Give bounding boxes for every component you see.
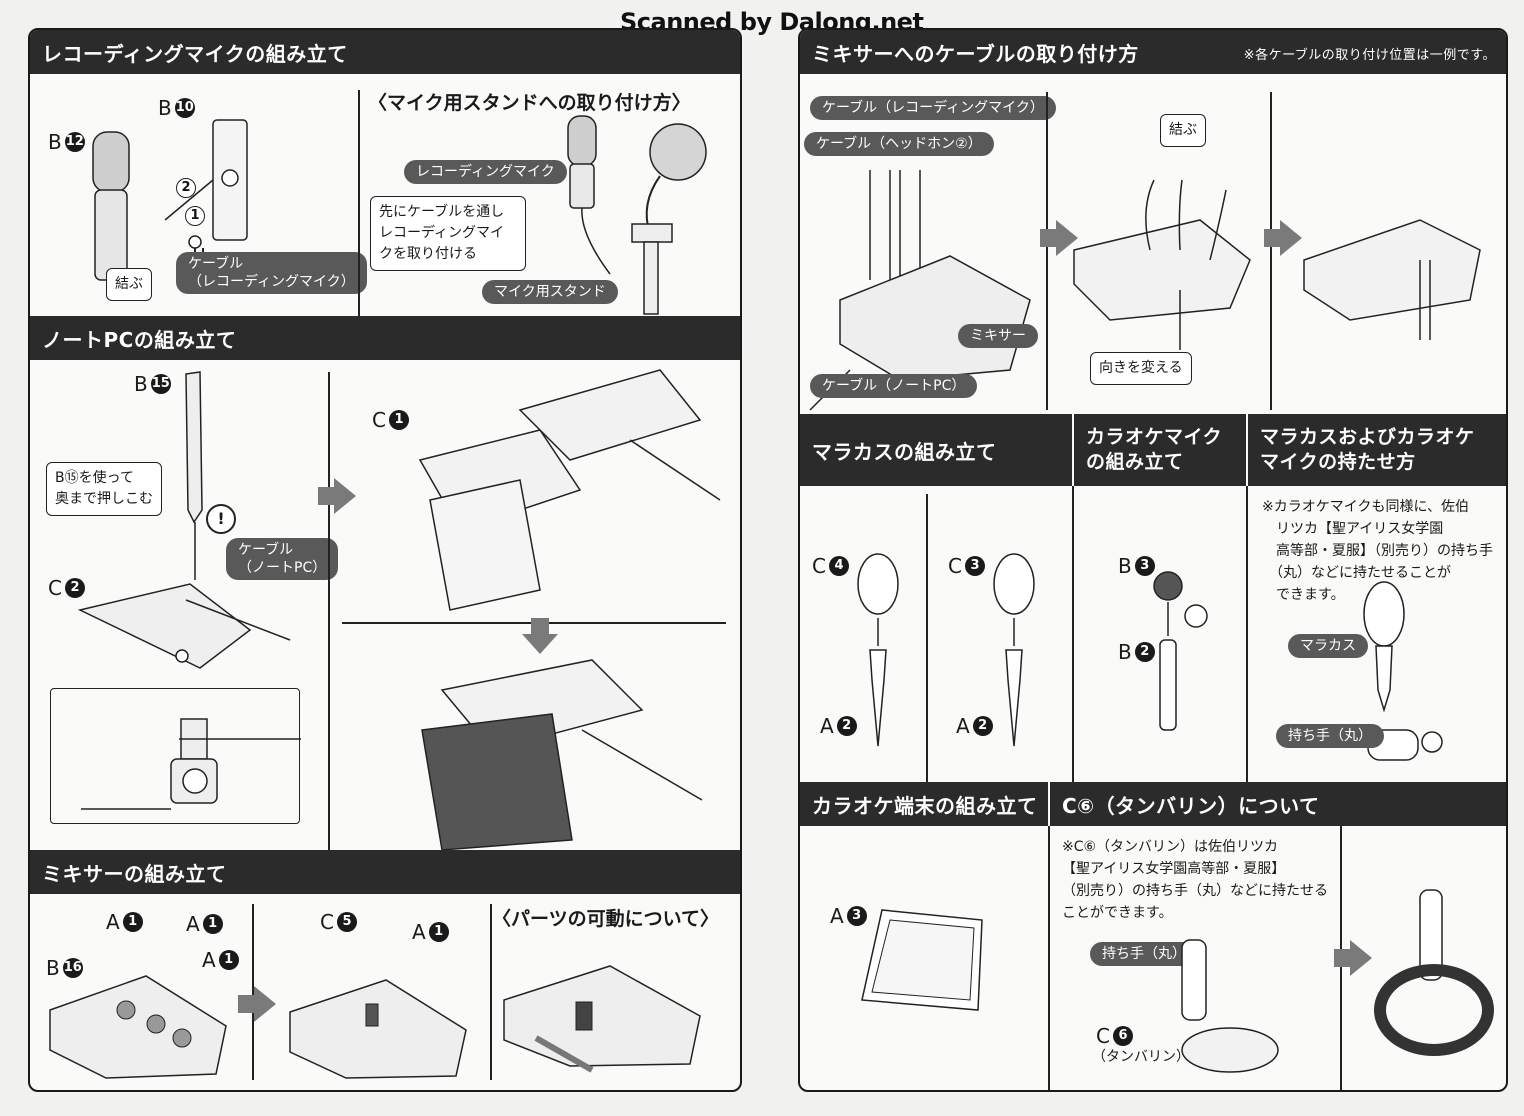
holding-note: ※カラオケマイクも同様に、佐伯 リツカ【聖アイリス女学園 高等部・夏服】（別売り…	[1262, 499, 1493, 603]
cable-recording-mic-label: ケーブル （レコーディングマイク）	[176, 252, 367, 294]
detail-zoom-box	[50, 688, 301, 824]
arrow-right-icon	[1334, 940, 1372, 976]
arrow-right-icon	[1264, 220, 1302, 256]
arrow-right-icon	[318, 478, 356, 514]
section-header-holding: マラカスおよびカラオケ マイクの持たせ方	[1248, 414, 1506, 486]
section-header-maracas: マラカスの組み立て	[800, 414, 1072, 486]
maracas-c4-illustration	[857, 553, 899, 747]
pc-base-illustration	[77, 583, 291, 669]
maracas-in-hand-illustration	[1363, 581, 1443, 761]
subtitle-stand-attach: 〈マイク用スタンドへの取り付け方〉	[368, 92, 691, 114]
tie-label: 結ぶ	[106, 268, 152, 301]
tie-label: 結ぶ	[1160, 114, 1206, 147]
rod-b15-illustration	[185, 371, 203, 580]
pc-stand-assembled-illustration	[421, 659, 703, 851]
hand-label: 持ち手（丸）	[1090, 942, 1198, 966]
detail-illustration	[81, 718, 301, 810]
section-header-mixer: ミキサーの組み立て	[30, 850, 740, 894]
mic-stand-label: マイク用スタンド	[482, 280, 618, 304]
divider	[1046, 92, 1048, 410]
cable-position-note: ※各ケーブルの取り付け位置は一例です。	[1243, 48, 1496, 63]
section-header-tambourine: C⑥（タンバリン）について	[1050, 782, 1506, 826]
arrow-right-icon	[1040, 220, 1078, 256]
section-title: ミキサーへのケーブルの取り付け方	[812, 41, 1139, 66]
divider	[490, 904, 492, 1080]
mixer-turned-illustration	[1303, 219, 1481, 340]
recording-mic-illustration	[92, 119, 248, 290]
cable-notebook-pc-label: ケーブル （ノートPC）	[226, 538, 339, 580]
instruction-page-right: ミキサーへのケーブルの取り付け方 ※各ケーブルの取り付け位置は一例です。 ケーブ…	[798, 28, 1508, 1092]
push-in-note: B⑮を使って 奥まで押しこむ	[46, 462, 162, 516]
title-line: の組み立て	[1086, 451, 1184, 473]
section-header-karaoke-terminal: カラオケ端末の組み立て	[800, 782, 1048, 826]
title-line: マラカスおよびカラオケ	[1260, 426, 1475, 448]
step-marker-2: 2	[176, 178, 196, 198]
mixer-label: ミキサー	[958, 324, 1038, 348]
karaoke-terminal-illustration	[861, 909, 983, 1011]
section-header-karaoke-mic: カラオケマイク の組み立て	[1074, 414, 1246, 486]
title-line: マイクの持たせ方	[1260, 451, 1416, 473]
section-header-recording-mic: レコーディングマイクの組み立て	[30, 30, 740, 74]
karaoke-mic-illustration	[1153, 571, 1208, 731]
recording-mic-label: レコーディングマイク	[404, 160, 567, 184]
cable-notebook-pc-label: ケーブル（ノートPC）	[810, 374, 978, 398]
cable-headphone-label: ケーブル（ヘッドホン②）	[804, 132, 994, 156]
arrow-down-icon	[522, 618, 558, 654]
tambourine-in-hand-illustration	[1374, 889, 1494, 1056]
divider	[1246, 486, 1248, 782]
divider	[1048, 826, 1050, 1090]
step-marker-1: 1	[185, 206, 205, 226]
cable-recording-mic-label: ケーブル（レコーディングマイク）	[810, 96, 1056, 120]
arrow-right-icon	[238, 986, 276, 1022]
tambourine-note: ※C⑥（タンバリン）は佐伯リツカ 【聖アイリス女学園高等部・夏服】 （別売り）の…	[1062, 839, 1328, 921]
maracas-label: マラカス	[1288, 634, 1368, 658]
turn-label: 向きを変える	[1090, 352, 1192, 385]
section-header-mixer-cable: ミキサーへのケーブルの取り付け方 ※各ケーブルの取り付け位置は一例です。	[800, 30, 1506, 74]
subtitle-movable-parts: 〈パーツの可動について〉	[492, 908, 720, 930]
maracas-c3-illustration	[993, 553, 1035, 747]
section-header-notebook-pc: ノートPCの組み立て	[30, 316, 740, 360]
divider	[358, 90, 360, 316]
mic-stand-illustration	[567, 115, 707, 315]
warning-icon: !	[206, 504, 236, 534]
divider	[1270, 92, 1272, 410]
title-line: カラオケマイク	[1086, 426, 1223, 448]
divider	[252, 904, 254, 1080]
mixer-movable-illustration	[503, 965, 701, 1073]
tambourine-illustration	[1181, 939, 1279, 1073]
divider	[328, 372, 330, 852]
mixer-underside-illustration	[1073, 179, 1251, 350]
divider	[1072, 486, 1074, 782]
divider	[926, 494, 928, 790]
prethread-note: 先にケーブルを通し レコーディングマイ クを取り付ける	[370, 196, 526, 271]
mixer-slider-illustration	[289, 979, 467, 1079]
tambourine-label: （タンバリン）	[1092, 1049, 1190, 1065]
hand-label: 持ち手（丸）	[1276, 724, 1384, 748]
mixer-knobs-illustration	[49, 975, 227, 1079]
pc-stand-folding-illustration	[418, 369, 721, 611]
